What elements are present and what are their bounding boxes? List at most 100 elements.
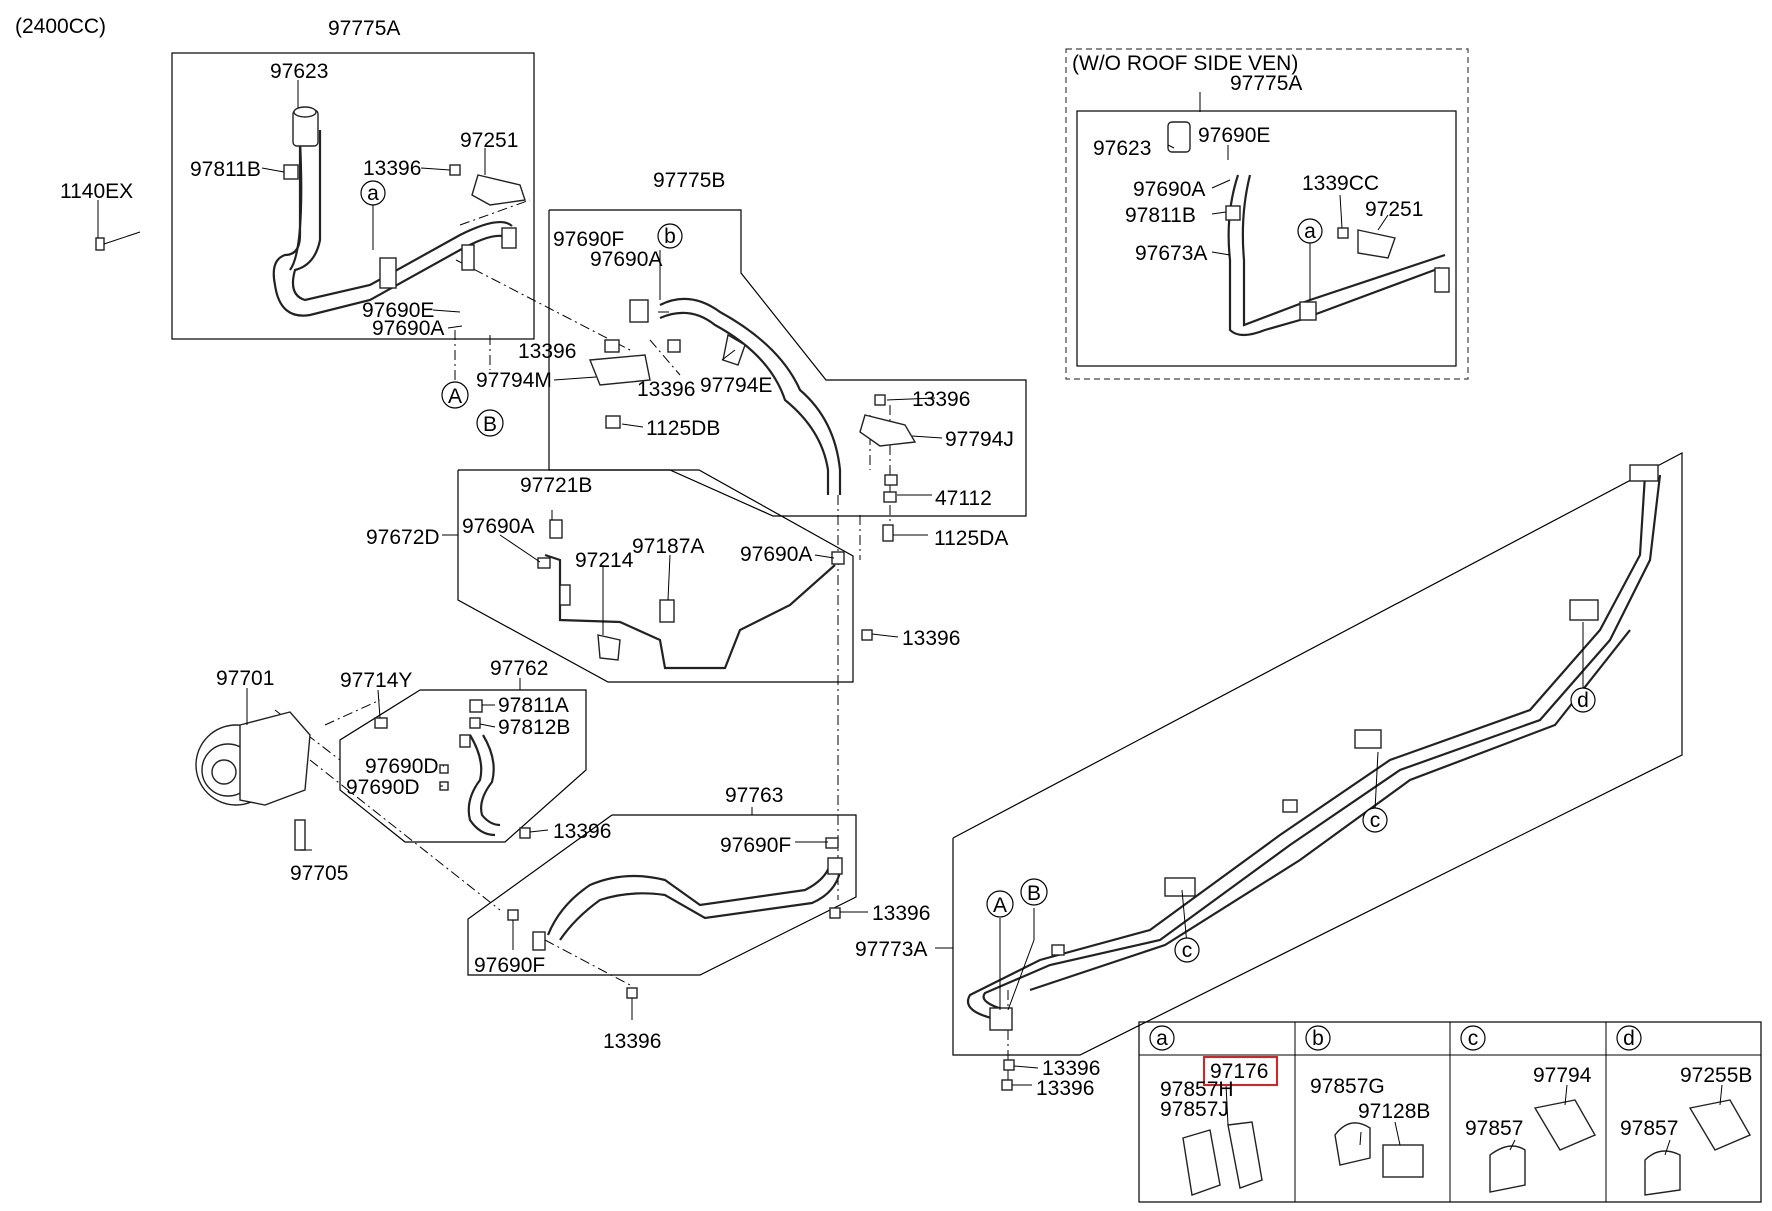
inset-title: (W/O ROOF SIDE VEN) bbox=[1072, 52, 1298, 75]
svg-text:c: c bbox=[1182, 939, 1193, 962]
label-97623-main: 97623 bbox=[270, 60, 328, 83]
label-97690F-763b: 97690F bbox=[474, 954, 545, 977]
leader-lines bbox=[97, 80, 1723, 1156]
label-1125DA: 1125DA bbox=[934, 527, 1008, 550]
svg-text:A: A bbox=[448, 385, 462, 408]
label-1140EX: 1140EX bbox=[60, 180, 133, 203]
label-13396-773a: 13396 bbox=[1042, 1057, 1100, 1080]
svg-text:a: a bbox=[1156, 1027, 1168, 1050]
label-97794M: 97794M bbox=[476, 369, 552, 392]
svg-text:c: c bbox=[1370, 809, 1381, 832]
inset-frame bbox=[1065, 48, 1469, 380]
label-97187A: 97187A bbox=[632, 535, 704, 558]
label-47112: 47112 bbox=[935, 487, 992, 510]
label-13396-top: 13396 bbox=[363, 157, 421, 180]
frame-97763 bbox=[467, 814, 857, 976]
label-97690A-inset: 97690A bbox=[1133, 178, 1205, 201]
label-97763: 97763 bbox=[725, 784, 783, 807]
svg-text:A: A bbox=[993, 894, 1007, 917]
hose-inset bbox=[1227, 174, 1446, 337]
label-13396-d: 13396 bbox=[902, 627, 960, 650]
label-97690A-d2: 97690A bbox=[740, 543, 812, 566]
callout-a-main: a bbox=[360, 180, 386, 206]
legend-97857-c-label: 97857 bbox=[1465, 1117, 1523, 1140]
legend-97128B-label: 97128B bbox=[1358, 1100, 1430, 1123]
svg-text:c: c bbox=[1468, 1027, 1479, 1050]
parts-graphics bbox=[95, 106, 1751, 1196]
svg-text:a: a bbox=[1304, 220, 1316, 243]
label-97623-inset: 97623 bbox=[1093, 137, 1151, 160]
legend-table bbox=[1138, 1021, 1762, 1203]
frame-97773A bbox=[952, 452, 1683, 1056]
callout-B-lower: B bbox=[1020, 878, 1048, 906]
legend-97176-label: 97176 bbox=[1210, 1060, 1268, 1083]
frame-97775A bbox=[171, 52, 535, 340]
label-97811A: 97811A bbox=[498, 694, 569, 717]
legend-callout-c: c bbox=[1460, 1025, 1486, 1051]
label-97690F-b: 97690F bbox=[553, 228, 624, 251]
svg-text:B: B bbox=[483, 413, 497, 436]
legend-97857H-label: 97857H bbox=[1160, 1078, 1234, 1101]
label-13396-763: 13396 bbox=[872, 902, 930, 925]
callout-A-upper: A bbox=[441, 381, 469, 409]
callout-d-right: d bbox=[1570, 687, 1596, 713]
label-97251-main: 97251 bbox=[460, 129, 518, 152]
hose-97763 bbox=[546, 864, 842, 941]
label-97762: 97762 bbox=[490, 657, 548, 680]
label-97690F-763: 97690F bbox=[720, 834, 791, 857]
legend-97857G-label: 97857G bbox=[1310, 1075, 1385, 1098]
label-97775A-main: 97775A bbox=[328, 17, 400, 40]
label-13396-97794M: 13396 bbox=[518, 340, 576, 363]
svg-text:d: d bbox=[1623, 1027, 1635, 1050]
inset-97775A-frame bbox=[1076, 110, 1457, 367]
legend-97176-highlight bbox=[1203, 1056, 1278, 1086]
label-97701: 97701 bbox=[216, 667, 274, 690]
callout-c-left: c bbox=[1174, 937, 1200, 963]
legend-97255B-label: 97255B bbox=[1680, 1064, 1752, 1087]
label-97794E: 97794E bbox=[700, 374, 772, 397]
legend-97857J-label: 97857J bbox=[1160, 1098, 1229, 1121]
label-13396-bottom: 13396 bbox=[603, 1030, 661, 1053]
frame-97672D bbox=[457, 469, 854, 683]
frame-97762 bbox=[339, 689, 587, 843]
svg-text:d: d bbox=[1577, 689, 1589, 712]
hose-97775B bbox=[659, 297, 842, 495]
label-1339CC-inset: 1339CC bbox=[1302, 172, 1379, 195]
label-97721B: 97721B bbox=[520, 474, 592, 497]
svg-text:a: a bbox=[367, 182, 379, 205]
callout-a-inset: a bbox=[1297, 218, 1323, 244]
svg-text:B: B bbox=[1027, 882, 1041, 905]
label-13396-b: 13396 bbox=[637, 378, 695, 401]
svg-text:b: b bbox=[664, 225, 676, 248]
label-97690E-main: 97690E bbox=[362, 299, 434, 322]
label-97775A-inset: 97775A bbox=[1230, 72, 1302, 95]
legend-callout-a: a bbox=[1149, 1025, 1175, 1051]
legend-97857-d-label: 97857 bbox=[1620, 1117, 1678, 1140]
label-97705: 97705 bbox=[290, 862, 348, 885]
label-1125DB: 1125DB bbox=[646, 417, 720, 440]
label-13396-762: 13396 bbox=[553, 820, 611, 843]
label-97251-inset: 97251 bbox=[1365, 198, 1423, 221]
hose-97773A bbox=[967, 474, 1662, 1022]
label-97690A-b: 97690A bbox=[590, 248, 662, 271]
label-97673A-inset: 97673A bbox=[1135, 242, 1207, 265]
callout-b-main: b bbox=[657, 223, 683, 249]
legend-callout-d: d bbox=[1616, 1025, 1642, 1051]
engine-label: (2400CC) bbox=[15, 15, 106, 38]
label-97773A: 97773A bbox=[855, 938, 927, 961]
svg-text:b: b bbox=[1312, 1027, 1324, 1050]
label-97690A-d: 97690A bbox=[462, 515, 534, 538]
label-97690D-1: 97690D bbox=[365, 755, 439, 778]
label-97812B: 97812B bbox=[498, 716, 570, 739]
label-97811B-inset: 97811B bbox=[1125, 204, 1196, 227]
label-97690E-inset: 97690E bbox=[1198, 124, 1270, 147]
callout-c-mid: c bbox=[1362, 807, 1388, 833]
label-97672D: 97672D bbox=[366, 526, 440, 549]
hose-97775A bbox=[272, 130, 513, 317]
legend-callout-b: b bbox=[1305, 1025, 1331, 1051]
label-97690D-2: 97690D bbox=[346, 776, 420, 799]
label-13396-773b: 13396 bbox=[1036, 1077, 1094, 1100]
hose-97762 bbox=[467, 734, 501, 837]
label-97214: 97214 bbox=[575, 549, 634, 572]
label-97714Y: 97714Y bbox=[340, 669, 412, 692]
